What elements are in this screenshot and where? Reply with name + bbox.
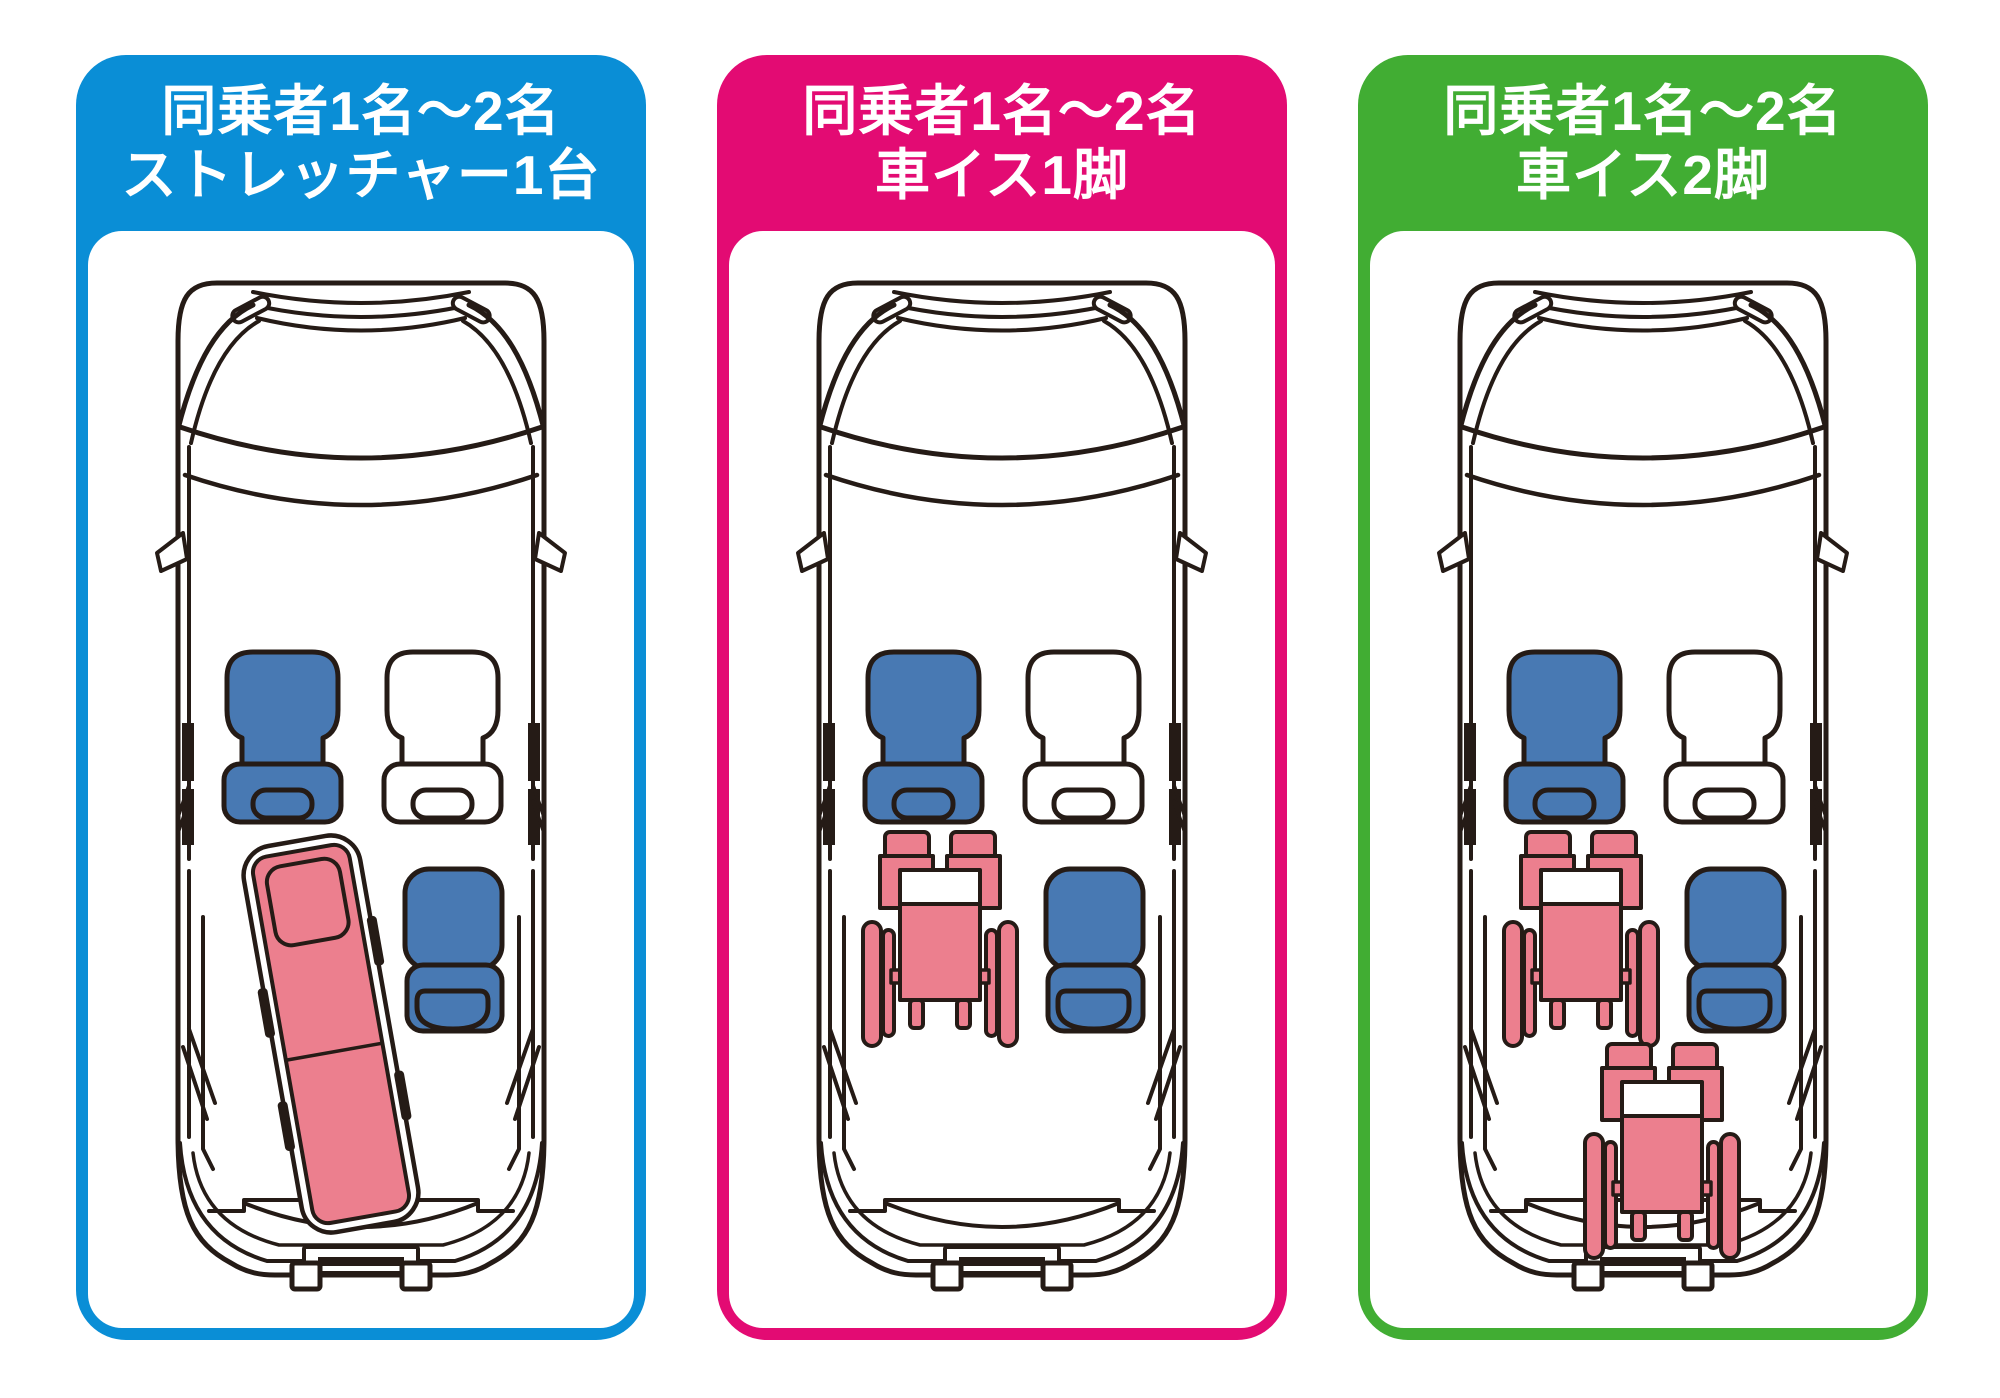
side-mirror-icon — [1174, 531, 1208, 573]
van-body-outline — [796, 280, 1208, 1292]
header-line2: ストレッチャー1台 — [121, 144, 601, 206]
van-canvas — [88, 231, 634, 1328]
side-mirror-icon — [1437, 531, 1471, 573]
van-body-outline — [1437, 280, 1849, 1292]
side-mirror-icon — [1815, 531, 1849, 573]
header-line1: 同乗者1名～2名 — [1443, 80, 1843, 142]
panel-one-wheelchair-layout: 同乗者1名～2名 車イス1脚 — [717, 55, 1287, 1340]
seats — [1503, 649, 1787, 1034]
wheelchair-icon-2 — [1583, 1042, 1741, 1260]
panel-stretcher-layout: 同乗者1名～2名 ストレッチャー1台 — [76, 55, 646, 1340]
seats — [221, 649, 505, 1034]
van-body-outline — [155, 280, 567, 1292]
driver-seat — [221, 649, 344, 825]
seats — [862, 649, 1146, 1034]
wheelchair-icon-1 — [861, 830, 1019, 1048]
mid-row-seat — [1043, 866, 1146, 1034]
driver-seat — [1503, 649, 1626, 825]
van-top-view-two-wheelchairs — [1437, 280, 1849, 1292]
panel-header: 同乗者1名～2名 車イス1脚 — [717, 55, 1287, 231]
cargo — [861, 830, 1019, 1048]
front-passenger-seat — [1022, 649, 1145, 825]
header-line1: 同乗者1名～2名 — [161, 80, 561, 142]
header-line2: 車イス2脚 — [1516, 144, 1770, 206]
stretcher-icon — [241, 833, 421, 1235]
side-mirror-icon — [533, 531, 567, 573]
panel-two-wheelchair-layout: 同乗者1名～2名 車イス2脚 — [1358, 55, 1928, 1340]
header-line1: 同乗者1名～2名 — [802, 80, 1202, 142]
van-canvas — [1370, 231, 1916, 1328]
van-top-view-stretcher — [155, 280, 567, 1292]
mid-row-seat — [402, 866, 505, 1034]
cargo — [241, 833, 421, 1235]
header-line2: 車イス1脚 — [875, 144, 1129, 206]
front-passenger-seat — [381, 649, 504, 825]
cargo — [1502, 830, 1741, 1260]
mid-row-seat — [1684, 866, 1787, 1034]
side-mirror-icon — [155, 531, 189, 573]
van-top-view-one-wheelchair — [796, 280, 1208, 1292]
driver-seat — [862, 649, 985, 825]
van-canvas — [729, 231, 1275, 1328]
wheelchair-icon-1 — [1502, 830, 1660, 1048]
panel-header: 同乗者1名～2名 車イス2脚 — [1358, 55, 1928, 231]
front-passenger-seat — [1663, 649, 1786, 825]
side-mirror-icon — [796, 531, 830, 573]
panel-header: 同乗者1名～2名 ストレッチャー1台 — [76, 55, 646, 231]
